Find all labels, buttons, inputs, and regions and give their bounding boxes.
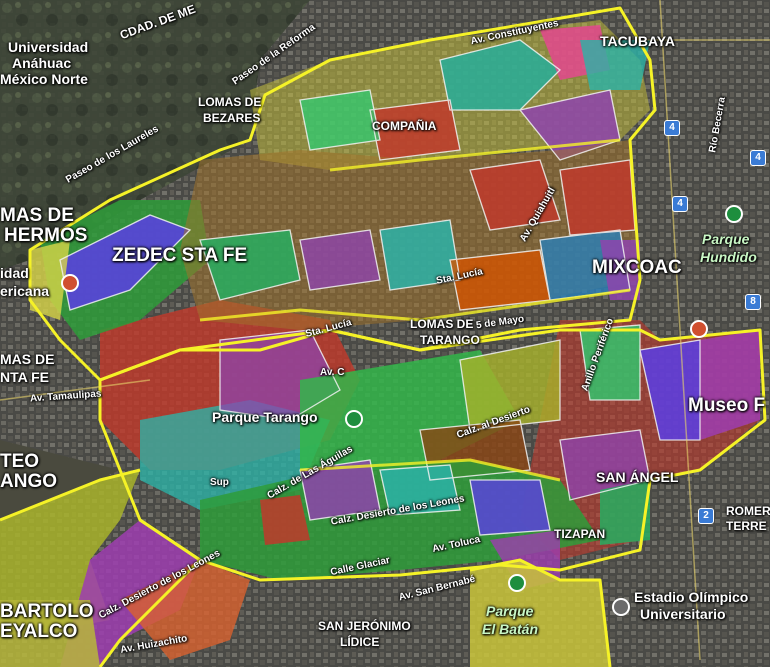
parcel-outlines bbox=[59, 39, 701, 536]
parcel bbox=[560, 430, 650, 500]
parcel bbox=[460, 340, 560, 430]
parcel bbox=[300, 90, 380, 150]
parcel bbox=[300, 230, 380, 290]
zone-bartolo bbox=[0, 600, 100, 667]
zone-zedec-blue bbox=[60, 215, 190, 310]
map-label: Universitario bbox=[640, 606, 726, 622]
map-label: SAN JERÓNIMO bbox=[318, 619, 411, 633]
map-label: ericana bbox=[0, 283, 50, 299]
map-label: COMPAÑIA bbox=[372, 119, 437, 133]
zone-el-batan bbox=[470, 560, 610, 667]
map-label: idad bbox=[0, 265, 29, 281]
map-label: MAS DE bbox=[0, 205, 74, 226]
stadium-pin-icon[interactable] bbox=[612, 598, 630, 616]
parcel bbox=[260, 495, 310, 545]
map-label: Estadio Olímpico bbox=[634, 589, 749, 605]
park-pin-icon[interactable] bbox=[725, 205, 743, 223]
route-shield-icon: 2 bbox=[698, 508, 714, 524]
parcel bbox=[200, 230, 300, 300]
map-label: Universidad bbox=[8, 39, 89, 55]
map-label: BARTOLO bbox=[0, 601, 94, 622]
map-label: TACUBAYA bbox=[600, 33, 675, 49]
parcel bbox=[560, 160, 635, 235]
zone-southwest-purple bbox=[60, 520, 200, 667]
parcel bbox=[380, 465, 460, 515]
study-area-boundary bbox=[0, 6, 767, 667]
route-shield-icon: 4 bbox=[672, 196, 688, 212]
zone-orange bbox=[120, 560, 250, 660]
road-label: Sup bbox=[210, 477, 229, 488]
map-label: BEZARES bbox=[203, 111, 261, 125]
map-label: TERRE bbox=[726, 519, 767, 533]
map-label: Hundido bbox=[700, 249, 757, 265]
map-label: LÍDICE bbox=[340, 635, 380, 649]
hills-north bbox=[0, 0, 310, 270]
map-label: LOMAS DE bbox=[410, 317, 474, 331]
map-label: TEO bbox=[0, 451, 40, 472]
route-shield-icon: 4 bbox=[750, 150, 766, 166]
map-label: Parque bbox=[486, 603, 534, 619]
parcel bbox=[300, 460, 380, 520]
map-label: HERMOS bbox=[4, 225, 88, 246]
route-shield-icon: 8 bbox=[745, 294, 761, 310]
map-label: TIZAPAN bbox=[554, 527, 606, 541]
map-label: ZEDEC STA FE bbox=[112, 245, 248, 266]
road-label: Av. C bbox=[320, 367, 345, 378]
map-label: Museo F bbox=[688, 395, 766, 416]
parcel bbox=[450, 250, 550, 310]
route-shield-icon: 4 bbox=[664, 120, 680, 136]
parcel bbox=[470, 480, 550, 535]
parcel bbox=[380, 220, 460, 290]
map-label: MIXCOAC bbox=[592, 257, 682, 278]
map-label: LOMAS DE bbox=[198, 95, 262, 109]
map-label: NTA FE bbox=[0, 369, 49, 385]
terrain-west bbox=[0, 440, 120, 520]
parcel bbox=[370, 100, 460, 160]
park-pin-icon[interactable] bbox=[345, 410, 363, 428]
map-label: Anáhuac bbox=[12, 55, 72, 71]
parcel bbox=[600, 240, 640, 300]
map-label: EYALCO bbox=[0, 621, 78, 642]
map-label: ROMER bbox=[726, 504, 770, 518]
map-label: Parque Tarango bbox=[212, 409, 318, 425]
map-label: El Batán bbox=[482, 621, 539, 637]
park-pin-icon[interactable] bbox=[508, 574, 526, 592]
zone-southwest-yellow bbox=[0, 470, 140, 640]
map-label: TARANGO bbox=[420, 333, 480, 347]
parcel bbox=[600, 480, 650, 545]
map-label: MAS DE bbox=[0, 351, 55, 367]
parcel bbox=[580, 40, 650, 90]
museum-pin-icon[interactable] bbox=[690, 320, 708, 338]
map-label: ANGO bbox=[0, 471, 57, 492]
map-label: Parque bbox=[702, 231, 750, 247]
zone-museo bbox=[700, 330, 760, 440]
parcel bbox=[470, 160, 560, 230]
poi-pin-icon[interactable] bbox=[61, 274, 79, 292]
parcel bbox=[440, 40, 560, 110]
map-label: SAN ÁNGEL bbox=[596, 469, 679, 485]
parcel bbox=[580, 325, 640, 400]
map-label: México Norte bbox=[0, 71, 88, 87]
